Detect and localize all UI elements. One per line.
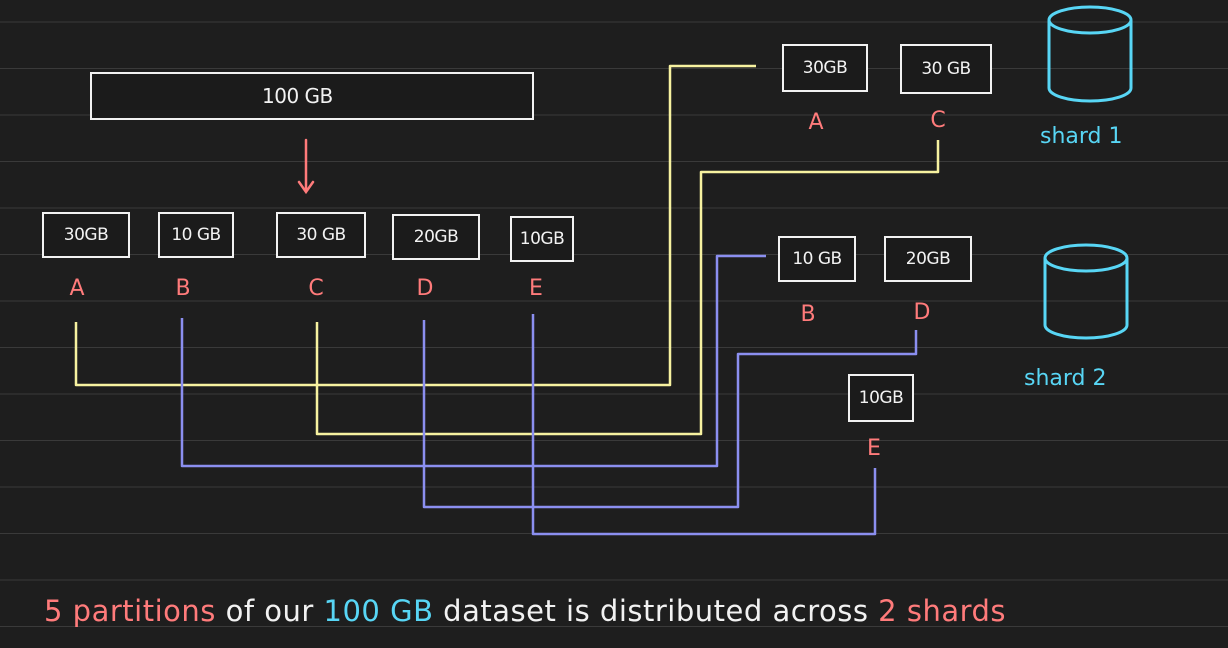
caption-partitions: partitions	[72, 594, 216, 628]
connector-lines	[74, 64, 940, 536]
partition-box-b: 10 GB	[158, 212, 234, 258]
shard-2-partition-e: 10GB	[848, 374, 914, 422]
caption-rest: dataset is distributed across	[433, 594, 879, 628]
down-arrow-icon	[297, 138, 315, 195]
shard-2-label: shard 2	[1024, 366, 1107, 391]
database-icon-shard-2	[1043, 243, 1129, 340]
shard-2-partition-d: 20GB	[884, 236, 972, 282]
partition-label-a: A	[69, 276, 85, 301]
caption-size: 100 GB	[323, 594, 434, 628]
partition-label-b: B	[175, 276, 191, 301]
partition-label-d: D	[416, 276, 434, 301]
partition-label-c: C	[308, 276, 324, 301]
partition-box-a: 30GB	[42, 212, 130, 258]
link-a	[74, 64, 756, 387]
caption-shard-count: 2	[878, 594, 898, 628]
link-d	[422, 320, 918, 509]
shard-2-partition-b: 10 GB	[778, 236, 856, 282]
partition-box-d: 20GB	[392, 214, 480, 260]
shard-1-label-c: C	[930, 108, 946, 133]
dataset-box: 100 GB	[90, 72, 534, 120]
diagram-caption: 5 partitions of our 100 GB dataset is di…	[44, 594, 1006, 628]
database-icon-shard-1	[1047, 5, 1133, 103]
link-b	[180, 254, 766, 468]
shard-2-label-e: E	[867, 436, 881, 461]
caption-shards: shards	[906, 594, 1007, 628]
shard-1-partition-c: 30 GB	[900, 44, 992, 94]
link-c	[315, 140, 940, 436]
caption-count: 5	[44, 594, 63, 628]
shard-1-label-a: A	[808, 110, 824, 135]
link-e	[531, 314, 877, 536]
shard-1-partition-a: 30GB	[782, 44, 868, 92]
shard-2-label-b: B	[800, 302, 816, 327]
partition-box-c: 30 GB	[276, 212, 366, 258]
shard-2-label-d: D	[913, 300, 931, 325]
partition-box-e: 10GB	[510, 216, 574, 262]
caption-of-our: of our	[215, 594, 324, 628]
partition-label-e: E	[529, 276, 543, 301]
shard-1-label: shard 1	[1040, 124, 1123, 149]
